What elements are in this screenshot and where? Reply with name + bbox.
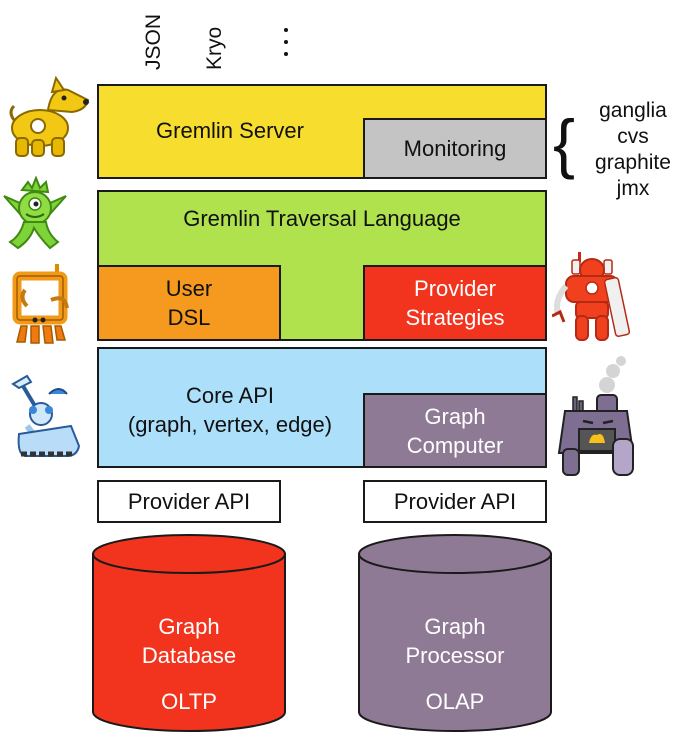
- provider-api-left: Provider API: [97, 480, 281, 523]
- serializer-ellipsis: [283, 25, 289, 65]
- tool-cvs: cvs: [617, 125, 649, 148]
- graph-computer-box: Graph Computer: [363, 393, 547, 468]
- core-api-label: Core API (graph, vertex, edge): [105, 381, 355, 439]
- graph-computer-line2: Computer: [406, 432, 504, 458]
- tool-ganglia: ganglia: [599, 99, 667, 122]
- dog-robot-mascot-icon: [9, 76, 90, 157]
- graph-database-cylinder: [92, 534, 286, 732]
- graph-processor-cylinder: [358, 534, 552, 732]
- provider-api-right: Provider API: [363, 480, 547, 523]
- provider-strategies-box: Provider Strategies: [363, 265, 547, 341]
- brace-icon: {: [553, 106, 576, 180]
- core-api-line1: Core API: [185, 383, 275, 408]
- traversal-label: Gremlin Traversal Language: [183, 206, 461, 231]
- tool-jmx: jmx: [616, 177, 650, 200]
- graph-processor-line2: Processor: [405, 643, 505, 668]
- olap-label: OLAP: [425, 689, 485, 714]
- provider-strategies-line1: Provider: [414, 276, 496, 301]
- graph-computer-line1: Graph: [424, 403, 486, 429]
- graph-database-label: Graph Database: [93, 612, 285, 670]
- user-dsl-line2: DSL: [167, 305, 211, 330]
- monitoring-label: Monitoring: [403, 136, 507, 161]
- red-robot-mascot-icon: [552, 252, 631, 341]
- blue-tank-mascot-icon: [11, 374, 81, 457]
- user-dsl-box: User DSL: [97, 265, 281, 341]
- provider-strategies-line2: Strategies: [405, 305, 505, 330]
- graph-database-line1: Graph: [158, 614, 220, 639]
- provider-api-left-label: Provider API: [127, 489, 251, 514]
- oltp-label: OLTP: [161, 689, 217, 714]
- orange-frame-mascot-icon: [12, 264, 69, 344]
- core-api-line2: (graph, vertex, edge): [127, 412, 333, 437]
- provider-api-right-label: Provider API: [393, 489, 517, 514]
- green-gremlin-mascot-icon: [3, 176, 67, 250]
- gremlin-server-label: Gremlin Server: [156, 118, 304, 143]
- graph-database-line2: Database: [141, 643, 237, 668]
- monitoring-tools-list: ganglia cvs graphite jmx: [585, 98, 681, 202]
- purple-furnace-mascot-icon: [557, 356, 635, 476]
- graph-processor-label: Graph Processor: [359, 612, 551, 670]
- tool-graphite: graphite: [595, 151, 671, 174]
- graph-processor-line1: Graph: [424, 614, 486, 639]
- monitoring-box: Monitoring: [363, 118, 547, 179]
- user-dsl-line1: User: [165, 276, 213, 301]
